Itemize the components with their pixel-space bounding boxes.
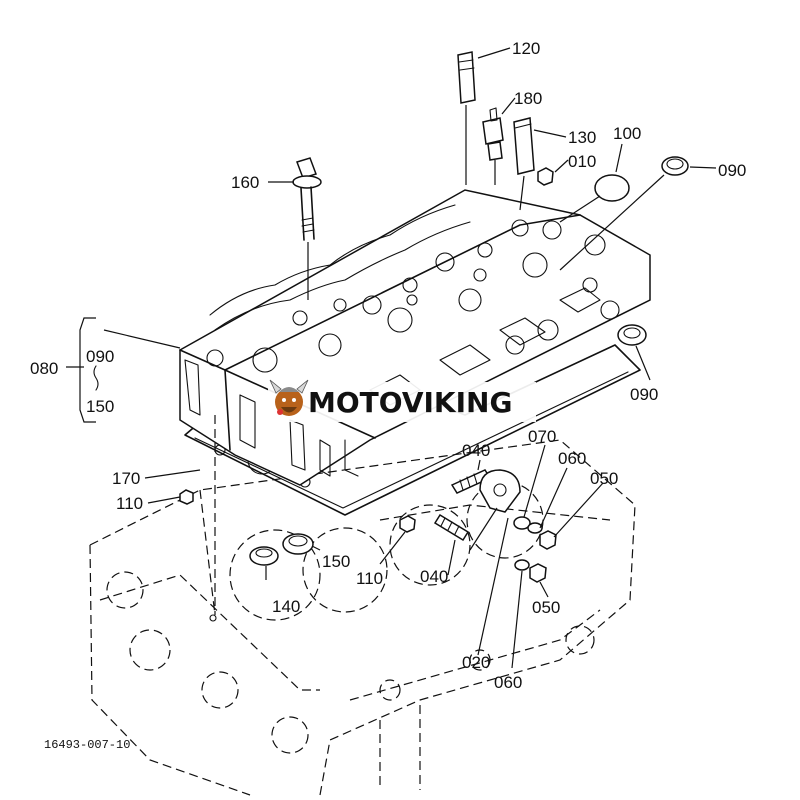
washer-070 bbox=[513, 516, 531, 530]
callout-040-bottom: 040 bbox=[420, 567, 448, 586]
callout-050-top: 050 bbox=[590, 469, 618, 488]
watermark-brand-text: MOTOVIKING bbox=[308, 386, 512, 419]
figure-number: 16493-007-10 bbox=[44, 738, 130, 752]
callout-050-bottom: 050 bbox=[532, 598, 560, 617]
callout-060-top: 060 bbox=[558, 449, 586, 468]
seal-150 bbox=[282, 533, 314, 555]
callout-110-left: 110 bbox=[116, 494, 143, 513]
callout-060-bottom: 060 bbox=[494, 673, 522, 692]
callout-090-side: 090 bbox=[630, 385, 658, 404]
engine-block-outline bbox=[89, 439, 636, 796]
washer-060 bbox=[514, 522, 543, 571]
valve-guide-120 bbox=[457, 51, 476, 185]
callout-150-range-end: 150 bbox=[86, 397, 114, 416]
callout-070: 070 bbox=[528, 427, 556, 446]
callout-130: 130 bbox=[568, 128, 596, 147]
callout-010: 010 bbox=[568, 152, 596, 171]
watermark: MOTOVIKING bbox=[268, 379, 536, 422]
head-bolt-160 bbox=[292, 157, 322, 300]
nut-050 bbox=[529, 530, 557, 583]
plug-100 bbox=[559, 174, 630, 223]
callout-140: 140 bbox=[272, 597, 300, 616]
plug-090-side bbox=[617, 324, 647, 346]
callout-090-range-start: 090 bbox=[86, 347, 114, 366]
callout-040-top: 040 bbox=[462, 441, 490, 460]
callout-100: 100 bbox=[613, 124, 641, 143]
plug-090-top bbox=[559, 156, 689, 271]
callout-080: 080 bbox=[30, 359, 58, 378]
callout-160: 160 bbox=[231, 173, 259, 192]
callout-020: 020 bbox=[462, 653, 490, 672]
callout-120: 120 bbox=[512, 39, 540, 58]
range-bracket bbox=[66, 317, 99, 423]
callout-170: 170 bbox=[112, 469, 140, 488]
callout-090-top: 090 bbox=[718, 161, 746, 180]
stud-040-right bbox=[433, 513, 470, 542]
seal-140 bbox=[249, 546, 279, 580]
callout-150-bottom: 150 bbox=[322, 552, 350, 571]
callout-110-bottom: 110 bbox=[356, 569, 383, 588]
nut-010 bbox=[537, 167, 554, 186]
cylinder-head bbox=[179, 189, 651, 486]
sensor-180 bbox=[482, 107, 504, 185]
bracket-020 bbox=[469, 469, 521, 551]
viking-mascot-icon bbox=[269, 379, 309, 416]
callout-labels: 120 180 130 100 010 090 160 080 090 150 … bbox=[30, 39, 746, 692]
valve-guide-130 bbox=[513, 117, 535, 211]
leader-lines bbox=[103, 47, 717, 669]
callout-180: 180 bbox=[514, 89, 542, 108]
nut-110 bbox=[179, 489, 416, 533]
